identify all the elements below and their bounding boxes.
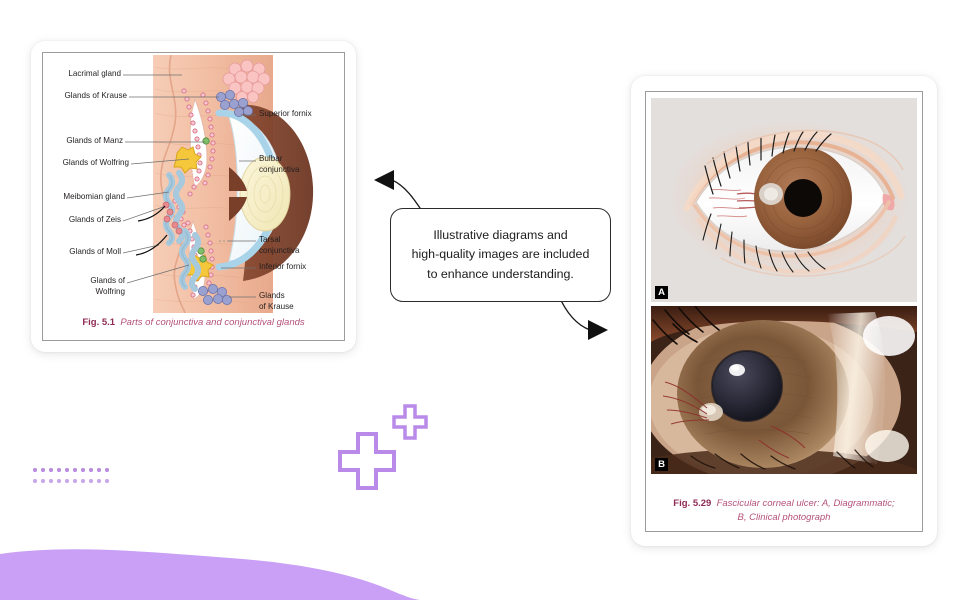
callout-line-3: to enhance understanding. bbox=[427, 266, 574, 281]
diagram-label-tarsal-conjunctiva-line1: Tarsal bbox=[259, 235, 281, 244]
panel-b-badge: B bbox=[655, 458, 668, 471]
figure-5-29-title-line2: B, Clinical photograph bbox=[737, 511, 831, 523]
figure-5-29-caption: Fig. 5.29 Fascicular corneal ulcer: A, D… bbox=[650, 497, 918, 524]
diagram-label-lacrimal-gland: Lacrimal gland bbox=[68, 69, 121, 78]
plus-cross-large-icon bbox=[338, 432, 396, 490]
diagram-label-glands-of-wolfring-superior: Glands of Wolfring bbox=[62, 158, 129, 167]
diagram-label-meibomian-gland: Meibomian gland bbox=[63, 192, 125, 201]
figure-5-1-title: Parts of conjunctiva and conjunctival gl… bbox=[120, 316, 305, 328]
figure-5-29-number: Fig. 5.29 bbox=[673, 498, 712, 510]
figure-5-1-number: Fig. 5.1 bbox=[82, 316, 116, 328]
diagram-label-bulbar-conjunctiva-line2: conjunctiva bbox=[259, 165, 300, 174]
conjunctiva-diagram-artwork: Lacrimal gland Glands of Krause Glands o… bbox=[43, 54, 344, 314]
corneal-ulcer-card-inner-frame: A bbox=[645, 91, 923, 532]
panel-a-badge: A bbox=[655, 286, 668, 299]
clinical-eye-photograph bbox=[651, 306, 917, 474]
diagram-label-inferior-fornix: Inferior fornix bbox=[259, 262, 307, 271]
diagram-label-glands-of-moll: Glands of Moll bbox=[69, 247, 121, 256]
diagram-label-tarsal-conjunctiva-line2: conjunctiva bbox=[259, 246, 300, 255]
diagram-label-glands-of-krause-superior: Glands of Krause bbox=[64, 91, 127, 100]
figure-5-29-title-line1: Fascicular corneal ulcer: A, Diagrammati… bbox=[716, 498, 895, 510]
callout-line-2: high-quality images are included bbox=[411, 247, 590, 262]
diagrammatic-eye-illustration bbox=[651, 98, 917, 302]
diagram-label-glands-of-manz: Glands of Manz bbox=[66, 136, 123, 145]
feature-callout-bubble: Illustrative diagrams and high-quality i… bbox=[390, 208, 611, 302]
diagram-label-superior-fornix: Superior fornix bbox=[259, 109, 312, 118]
diagram-label-glands-of-krause-inferior-line2: of Krause bbox=[259, 302, 294, 311]
conjunctiva-cross-section-illustration bbox=[122, 54, 314, 314]
conjunctiva-diagram-card: Lacrimal gland Glands of Krause Glands o… bbox=[31, 41, 356, 352]
dot-grid-decoration bbox=[33, 468, 113, 490]
figure-5-1-caption: Fig. 5.1 Parts of conjunctiva and conjun… bbox=[43, 316, 344, 329]
diagram-label-glands-of-wolfring-inferior-line2: Wolfring bbox=[95, 287, 125, 296]
corneal-ulcer-figure-card: A bbox=[631, 76, 937, 546]
feature-callout-text: Illustrative diagrams and high-quality i… bbox=[402, 226, 600, 284]
panel-b-clinical-photograph: B bbox=[651, 306, 917, 474]
panel-a-diagrammatic-eye: A bbox=[651, 98, 917, 302]
conjunctiva-card-inner-frame: Lacrimal gland Glands of Krause Glands o… bbox=[42, 52, 345, 341]
bottom-wave-shape bbox=[0, 549, 420, 600]
diagram-label-glands-of-zeis: Glands of Zeis bbox=[68, 215, 121, 224]
callout-line-1: Illustrative diagrams and bbox=[433, 228, 568, 243]
plus-cross-small-icon bbox=[392, 404, 428, 440]
diagram-label-glands-of-krause-inferior-line1: Glands bbox=[259, 291, 285, 300]
diagram-label-bulbar-conjunctiva-line1: Bulbar bbox=[259, 154, 283, 163]
diagram-label-glands-of-wolfring-inferior-line1: Glands of bbox=[90, 276, 125, 285]
